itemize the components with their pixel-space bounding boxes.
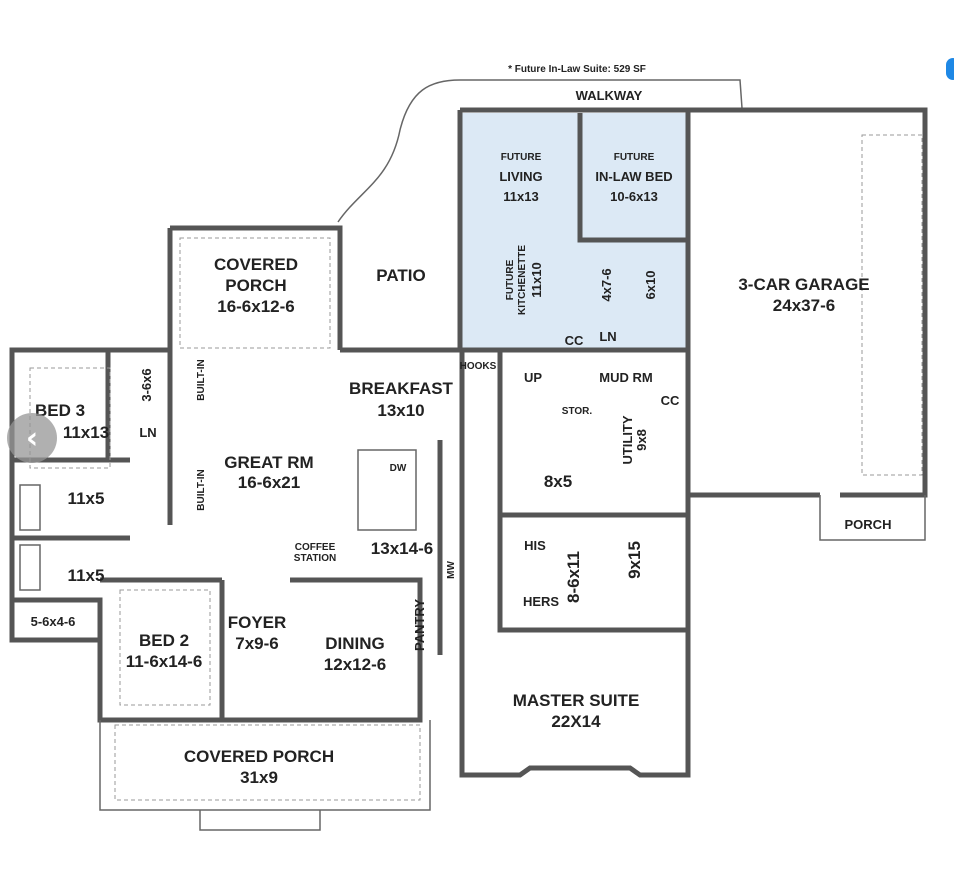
room-label: DW	[390, 463, 407, 474]
wall	[12, 350, 173, 640]
room-label: 10-6x13	[610, 189, 658, 204]
room-label: 6x10	[643, 271, 658, 300]
kitchen-island	[357, 449, 417, 531]
room-label: 11x5	[68, 489, 105, 508]
room-label: GREAT RM	[224, 453, 313, 472]
bathtub	[19, 484, 41, 531]
room-label: 13x14-6	[371, 539, 433, 558]
room-label: KITCHENETTE	[517, 245, 528, 315]
back-arrow-button[interactable]: ‹	[7, 413, 57, 463]
room-label: COFFEE	[295, 542, 336, 553]
room-label: 16-6x21	[238, 473, 300, 492]
room-label: CC	[661, 393, 680, 408]
room-label: PORCH	[225, 276, 286, 295]
room-labels: * Future In-Law Suite: 529 SF WALKWAY FU…	[31, 64, 892, 787]
wall	[460, 107, 928, 498]
scroll-indicator[interactable]	[946, 58, 954, 80]
room-label: HIS	[524, 538, 546, 553]
room-label: 8-6x11	[564, 551, 583, 603]
ceiling-outline	[119, 589, 211, 706]
room-label: 7x9-6	[235, 634, 278, 653]
front-porch-outline	[99, 720, 431, 831]
room-label: FOYER	[228, 613, 287, 632]
room-label: STOR.	[562, 406, 593, 417]
room-label: FUTURE	[614, 152, 655, 163]
wall	[462, 113, 688, 633]
room-label: MW	[446, 561, 457, 579]
room-label: MUD RM	[599, 370, 652, 385]
room-label: BED 2	[139, 631, 189, 650]
room-label: 3-6x6	[139, 368, 154, 401]
room-label: 5-6x4-6	[31, 614, 76, 629]
room-label: COVERED PORCH	[184, 747, 334, 766]
room-label: STATION	[294, 553, 336, 564]
room-label: 11x10	[529, 262, 544, 297]
chevron-left-icon: ‹	[25, 420, 39, 456]
wall	[100, 440, 443, 723]
room-label: MASTER SUITE	[513, 691, 640, 710]
room-label: 13x10	[377, 401, 424, 420]
room-label: BREAKFAST	[349, 379, 454, 398]
room-label: 11x13	[63, 423, 109, 442]
room-label: DINING	[325, 634, 385, 653]
room-label: HERS	[523, 594, 559, 609]
room-label: 24x37-6	[773, 296, 835, 315]
room-label: WALKWAY	[576, 88, 643, 103]
ceiling-outline	[179, 237, 331, 349]
suite-note: * Future In-Law Suite: 529 SF	[508, 64, 646, 75]
garage-porch-outline	[819, 495, 926, 541]
room-label: 12x12-6	[324, 655, 386, 674]
room-label: FUTURE	[501, 152, 542, 163]
room-label: 22X14	[551, 712, 601, 731]
room-label: 11x13	[503, 189, 538, 204]
room-label: CC	[565, 333, 584, 348]
room-label: LN	[599, 329, 616, 344]
room-label: 4x7-6	[599, 268, 614, 301]
room-label: COVERED	[214, 255, 298, 274]
ceiling-outline	[114, 724, 421, 801]
room-label: UTILITY	[620, 415, 635, 464]
room-label: 3-CAR GARAGE	[738, 275, 869, 294]
room-label: 9x8	[634, 429, 649, 451]
wall	[459, 350, 820, 778]
garage-door-outline	[861, 134, 923, 476]
walkway-line	[337, 79, 743, 223]
room-label: 11x5	[68, 566, 105, 585]
room-label: PANTRY	[412, 599, 427, 651]
room-label: 16-6x12-6	[217, 297, 295, 316]
room-label: LIVING	[499, 169, 542, 184]
room-label: BED 3	[35, 401, 85, 420]
room-label: 11-6x14-6	[126, 652, 203, 671]
room-label: BUILT-IN	[196, 469, 207, 510]
bathtub	[19, 544, 41, 591]
wall	[340, 110, 463, 353]
room-label: 9x15	[625, 541, 644, 579]
room-label: FUTURE	[505, 259, 516, 300]
room-label: LN	[139, 425, 156, 440]
room-label: 31x9	[240, 768, 278, 787]
room-label: HOOKS	[460, 361, 497, 372]
room-label: IN-LAW BED	[595, 169, 672, 184]
room-label: PATIO	[376, 266, 425, 285]
room-label: BUILT-IN	[196, 359, 207, 400]
room-label: PORCH	[845, 517, 892, 532]
room-label: 8x5	[544, 472, 572, 491]
room-label: UP	[524, 370, 542, 385]
in-law-suite-highlight	[462, 113, 688, 350]
